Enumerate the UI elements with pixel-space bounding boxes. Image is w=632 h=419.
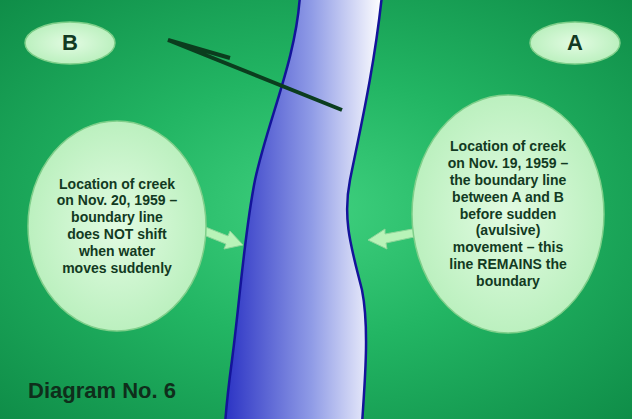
- creek-edge-nov19: [347, 0, 382, 419]
- ellipse-shape: [25, 22, 115, 64]
- parcel-letter: A: [545, 31, 605, 55]
- ellipse-shape: [412, 95, 604, 333]
- note-text: Location of creek on Nov. 20, 1959 – bou…: [56, 176, 178, 277]
- ellipse-shape: [530, 22, 620, 64]
- boundary-bracket: [168, 40, 342, 110]
- parcel-label-ellipse: B: [24, 21, 116, 65]
- ellipse-shape: [28, 121, 206, 331]
- parcel-letter: B: [40, 31, 100, 55]
- note-text: Location of creek on Nov. 19, 1959 – the…: [442, 138, 574, 289]
- creek-water: [225, 0, 382, 419]
- note-ellipse: Location of creek on Nov. 20, 1959 – bou…: [27, 120, 207, 332]
- creek-edge-nov20: [225, 0, 300, 419]
- note-ellipse: Location of creek on Nov. 19, 1959 – the…: [411, 94, 605, 334]
- pointer-arrow-right: [368, 228, 419, 249]
- parcel-label-ellipse: A: [529, 21, 621, 65]
- diagram-number: Diagram No. 6: [28, 378, 176, 404]
